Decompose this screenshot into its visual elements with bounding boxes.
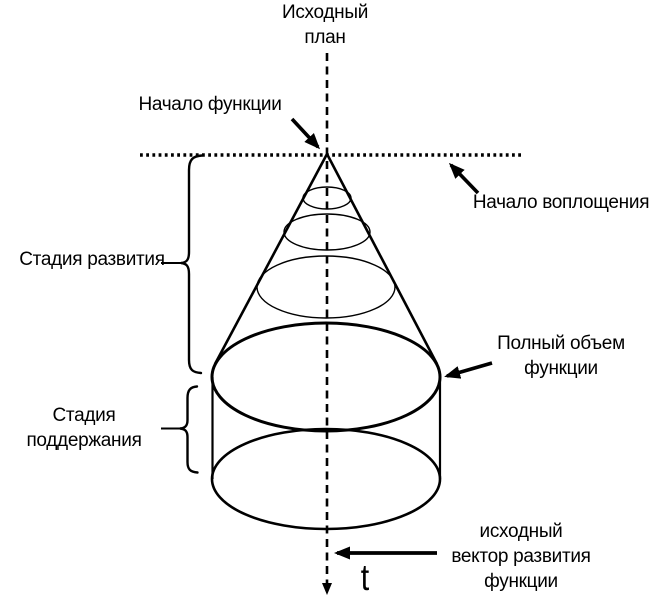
development-stage-label: Стадия развития xyxy=(19,249,165,270)
cone-section-ellipse-large xyxy=(256,255,396,319)
full-volume-top-ellipse xyxy=(210,321,442,433)
cone-section-ellipse-small xyxy=(302,186,352,210)
initial-vector-label: исходный вектор развития функции xyxy=(451,521,591,592)
cone-left-side xyxy=(213,153,329,365)
cylinder-bottom-ellipse xyxy=(210,427,442,531)
function-start-label: Начало функции xyxy=(138,94,282,115)
cone-right-side xyxy=(325,153,439,365)
time-axis-label: t xyxy=(360,557,370,598)
full-volume-arrow-icon xyxy=(444,361,493,379)
development-stage-brace xyxy=(180,154,204,375)
full-volume-label: Полный объем функции xyxy=(497,333,625,379)
maintenance-stage-label: Стадия поддержания xyxy=(26,405,142,451)
implementation-start-label: Начало воплощения xyxy=(472,192,650,213)
function-start-arrow-icon xyxy=(290,117,321,150)
initial-plan-label: Исходный план xyxy=(281,2,369,48)
implementation-start-arrow-icon xyxy=(448,162,480,195)
cone-section-ellipse-medium xyxy=(283,213,371,251)
maintenance-stage-brace xyxy=(179,385,199,474)
